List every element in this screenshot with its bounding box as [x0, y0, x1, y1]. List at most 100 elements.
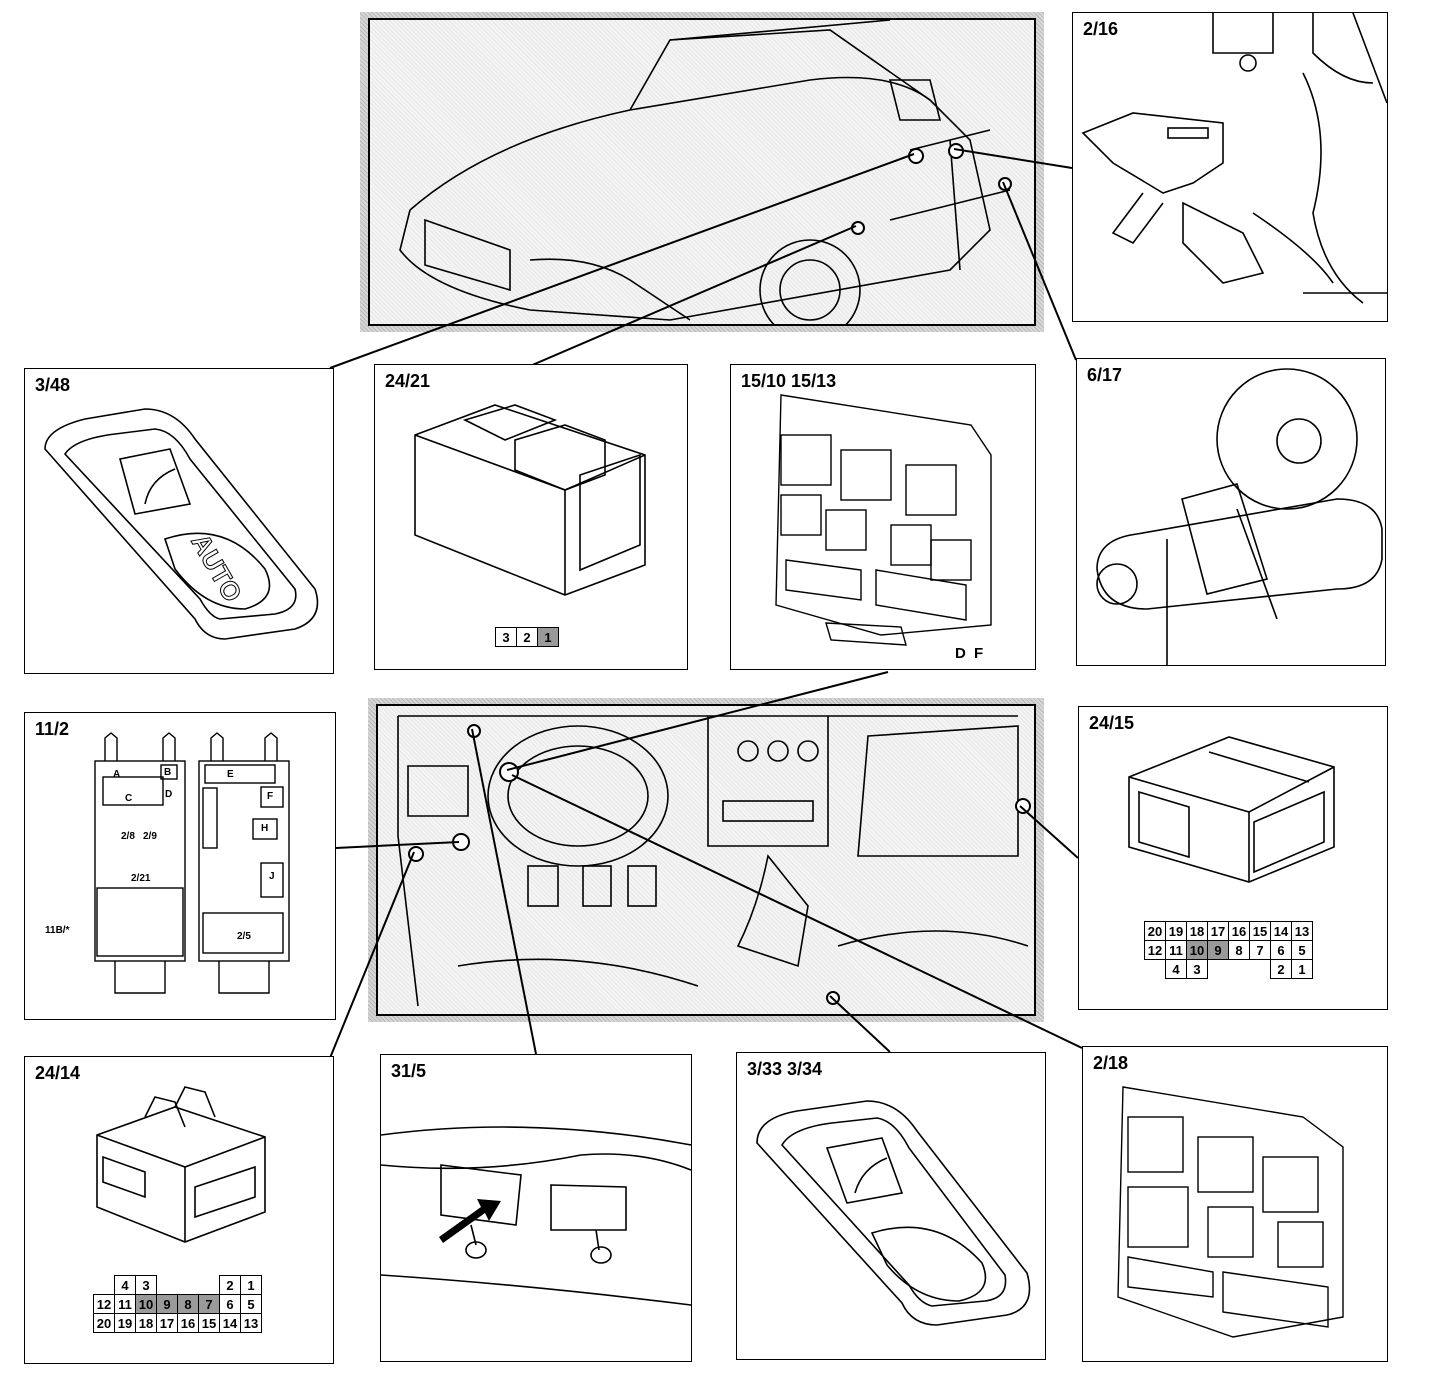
panel-title-24-21: 24/21 [385, 371, 431, 391]
pin-cell: 18 [1186, 921, 1208, 941]
relay-label-2-21: 2/21 [131, 873, 151, 884]
leader-line-2-18 [511, 774, 1083, 1049]
leader-line-31-5 [471, 728, 537, 1055]
panel-11-2: 11/2 A B C D E F H J 2/8 2/9 2/21 2/5 1 [24, 712, 336, 1020]
relay-label-2-9: 2/9 [143, 831, 157, 842]
panel-3-33-3-34: 3/33 3/34 [736, 1052, 1046, 1360]
pin-cell: 19 [114, 1313, 136, 1333]
pin-row-middle: 12 11 10 9 8 7 6 5 [1144, 940, 1313, 960]
pin-cell: 16 [1228, 921, 1250, 941]
pin-cell: 20 [1144, 921, 1166, 941]
panel-title-3-33: 3/33 3/34 [747, 1059, 823, 1079]
fuse-label-J: J [269, 871, 275, 882]
panel-title-24-14: 24/14 [35, 1063, 81, 1083]
pin-row-bottom: 4 3 2 1 [1145, 959, 1313, 979]
pin-cell: 3 [135, 1275, 157, 1295]
window-switch-2-drawing [756, 1100, 1031, 1326]
pin-cell: 14 [219, 1313, 241, 1333]
leader-line-2-16 [953, 148, 1073, 169]
pin-cell: 4 [114, 1275, 136, 1295]
pin-row: 3 2 1 [495, 627, 559, 647]
pin-cell: 11 [114, 1294, 136, 1314]
fuse-label-E: E [227, 769, 234, 780]
relay-box-drawing [775, 394, 992, 646]
fuse-label-11b: 11B/* [45, 925, 70, 936]
car-exterior-drawing [399, 19, 1012, 341]
panel-24-14: 24/14 4 3 2 1 12 11 10 9 8 7 [24, 1056, 334, 1364]
pin-cell: 6 [1270, 940, 1292, 960]
pin-grid-24-15: 20 19 18 17 16 15 14 13 12 11 10 9 8 7 6… [1144, 921, 1313, 979]
pin-cell: 2 [1270, 959, 1292, 979]
pin-cell: 4 [1165, 959, 1187, 979]
relay-box-2-drawing [1117, 1086, 1344, 1338]
connector-24-15-drawing [1128, 736, 1335, 883]
panel-3-48: 3/48 AUTO [24, 368, 334, 674]
pin-cell: 1 [240, 1275, 262, 1295]
pin-cell: 2 [516, 627, 538, 647]
pin-cell: 19 [1165, 921, 1187, 941]
pin-cell: 7 [198, 1294, 220, 1314]
pin-cell: 3 [1186, 959, 1208, 979]
df-label: D F [955, 645, 986, 662]
panel-title-11-2: 11/2 [35, 719, 70, 739]
panel-title-6-17: 6/17 [1087, 365, 1123, 385]
panel-title-24-15: 24/15 [1089, 713, 1135, 733]
leader-line-6-17 [1002, 181, 1077, 361]
pin-cell: 13 [1291, 921, 1313, 941]
pin-row-top: 4 3 2 1 [94, 1275, 262, 1295]
panel-2-16: 2/16 [1072, 12, 1388, 322]
pin-cell-empty [1145, 960, 1166, 979]
pin-cell: 8 [1228, 940, 1250, 960]
panel-15-10-15-13: 15/10 15/13 D F [730, 364, 1036, 670]
pin-cell: 20 [93, 1313, 115, 1333]
leader-line-24-21 [529, 225, 857, 367]
pin-cell: 12 [93, 1294, 115, 1314]
pin-cell: 5 [1291, 940, 1313, 960]
auto-switch-text: AUTO [185, 529, 248, 607]
panel-6-17: 6/17 [1076, 358, 1386, 666]
pin-cell: 6 [219, 1294, 241, 1314]
panel-31-5: 31/5 [380, 1054, 692, 1362]
fuse-label-D: D [165, 789, 173, 800]
ground-point-drawing [381, 1126, 691, 1306]
leader-line-3-33 [829, 995, 891, 1053]
pin-cell: 10 [135, 1294, 157, 1314]
pin-cell: 2 [219, 1275, 241, 1295]
panel-2-18: 2/18 [1082, 1046, 1388, 1362]
window-switch-drawing: AUTO [44, 408, 319, 640]
pin-cell-empty [1208, 960, 1229, 979]
pin-cell: 5 [240, 1294, 262, 1314]
pin-cell-empty [94, 1276, 115, 1295]
panel-title-15-10: 15/10 15/13 [741, 371, 837, 391]
window-motor-drawing [1096, 368, 1383, 665]
panel-title-31-5: 31/5 [391, 1061, 427, 1081]
pin-cell-empty [178, 1276, 199, 1295]
pin-cell: 14 [1270, 921, 1292, 941]
fuse-label-F: F [267, 791, 274, 802]
connector-24-21-drawing [414, 404, 646, 596]
fuse-label-A: A [113, 769, 121, 780]
pin-grid-24-21: 3 2 1 [495, 627, 559, 647]
fuse-label-C: C [125, 793, 133, 804]
panel-24-21: 24/21 3 2 1 [374, 364, 688, 670]
bracket-relay-drawing [1081, 13, 1387, 304]
pin-cell: 18 [135, 1313, 157, 1333]
pin-cell-empty [199, 1276, 220, 1295]
panel-title-2-18: 2/18 [1093, 1053, 1129, 1073]
connector-24-14-drawing [96, 1086, 266, 1243]
pin-cell: 13 [240, 1313, 262, 1333]
arrow-icon [439, 1199, 501, 1243]
interior-photo [376, 704, 1036, 1016]
pin-cell-empty [157, 1276, 178, 1295]
pin-row-middle: 12 11 10 9 8 7 6 5 [93, 1294, 262, 1314]
pin-cell: 1 [537, 627, 559, 647]
leader-line-15-10 [506, 671, 889, 771]
pin-cell: 15 [1249, 921, 1271, 941]
leader-line-24-14 [329, 851, 415, 1059]
pin-cell: 9 [156, 1294, 178, 1314]
pin-row-top: 20 19 18 17 16 15 14 13 [1144, 921, 1313, 941]
pin-cell: 1 [1291, 959, 1313, 979]
pin-cell: 10 [1186, 940, 1208, 960]
leader-line-3-48 [329, 153, 915, 369]
